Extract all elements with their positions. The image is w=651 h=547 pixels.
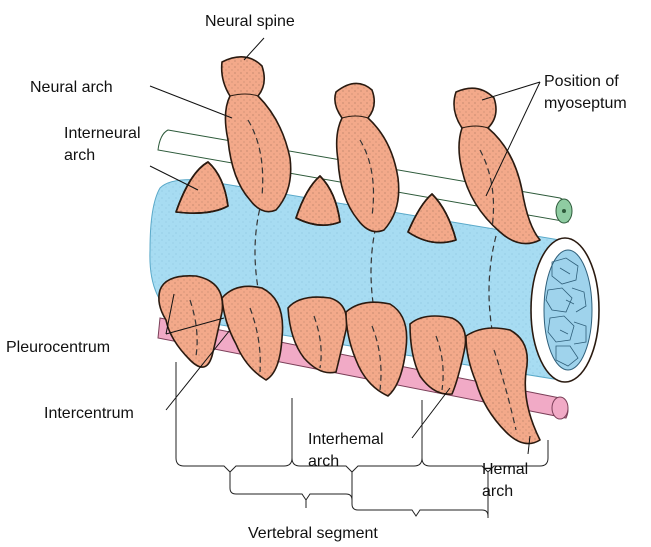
label-neural-arch: Neural arch [30,79,113,96]
label-hemal-arch-line1: Hemal [482,461,528,478]
label-interhemal-arch-line2: arch [308,453,339,470]
label-intercentrum: Intercentrum [44,405,134,422]
label-interneural-arch-line1: Interneural [64,125,141,142]
label-interhemal-arch-line1: Interhemal [308,431,384,448]
label-position-of-myoseptum-line2: myoseptum [544,95,627,112]
label-position-of-myoseptum-line1: Position of [544,73,619,90]
label-hemal-arch-line2: arch [482,483,513,500]
label-neural-spine: Neural spine [205,13,295,30]
label-interneural-arch-line2: arch [64,147,95,164]
label-vertebral-segment: Vertebral segment [248,525,378,542]
label-pleurocentrum: Pleurocentrum [6,339,110,356]
